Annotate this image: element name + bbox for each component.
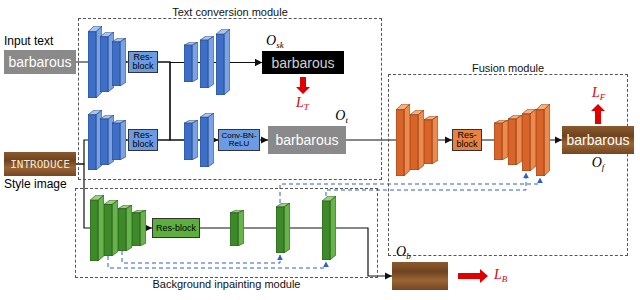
input-caption: Style image bbox=[4, 178, 67, 191]
conv-layer bbox=[424, 116, 438, 164]
symbol-letter: O bbox=[396, 244, 406, 259]
symbol-letter: O bbox=[335, 108, 345, 123]
text-conversion-layers bbox=[88, 26, 230, 170]
deconv-layer bbox=[508, 115, 522, 165]
loss-arrows bbox=[296, 77, 605, 283]
conv-layer bbox=[88, 26, 102, 98]
image-word: barbarous bbox=[8, 55, 71, 69]
input-caption: Input text bbox=[4, 35, 53, 48]
conv-layer bbox=[396, 104, 410, 176]
loss-arrow bbox=[591, 104, 605, 124]
image-word: barbarous bbox=[566, 133, 629, 147]
loss-label: LF bbox=[592, 86, 605, 102]
block-label: Res-block bbox=[156, 224, 196, 233]
output-label: Ob bbox=[396, 245, 411, 261]
symbol-subscript: F bbox=[600, 92, 606, 102]
deconv-layer bbox=[522, 109, 536, 171]
symbol-subscript: sk bbox=[276, 40, 284, 50]
module-title: Fusion module bbox=[472, 62, 544, 74]
deconv-layer bbox=[230, 210, 244, 246]
loss-arrow bbox=[296, 77, 310, 94]
deconv-layer bbox=[536, 104, 550, 176]
conv-block: Conv-BN-ReLU bbox=[218, 129, 260, 151]
res-block: Res-block bbox=[128, 129, 158, 151]
deconv-layer bbox=[276, 203, 290, 253]
block-label: Res-block bbox=[131, 131, 155, 149]
loss-label: LT bbox=[296, 96, 309, 112]
skip-line bbox=[280, 178, 540, 203]
input-text-image: Input textbarbarous bbox=[4, 50, 76, 74]
block-label: Res-block bbox=[455, 131, 479, 149]
res-block: Res-block bbox=[152, 218, 200, 238]
deconv-layer bbox=[494, 120, 508, 160]
block-label: Res-block bbox=[131, 53, 155, 71]
loss-label: LB bbox=[494, 268, 507, 284]
background-layers bbox=[90, 195, 336, 261]
style-image: INTRODUCEStyle image bbox=[4, 152, 76, 176]
symbol-subscript: b bbox=[406, 251, 411, 261]
data-flow-arrow bbox=[260, 139, 268, 140]
module-region: Res-blockBackground inpainting module bbox=[75, 188, 378, 278]
symbol-letter: O bbox=[592, 155, 602, 170]
symbol-subscript: t bbox=[345, 115, 348, 125]
res-block: Res-block bbox=[452, 129, 482, 151]
res-block: Res-block bbox=[128, 51, 158, 73]
skip-line bbox=[108, 256, 326, 268]
conv-layer bbox=[100, 115, 114, 165]
symbol-subscript: f bbox=[602, 162, 605, 172]
conv-layer bbox=[132, 210, 146, 246]
conv-layer bbox=[88, 110, 102, 170]
skeleton-output: Oskbarbarous bbox=[262, 51, 344, 74]
deconv-layer bbox=[184, 42, 198, 82]
deconv-layer bbox=[184, 120, 198, 160]
output-label: Osk bbox=[266, 34, 284, 50]
conv-layer bbox=[112, 38, 126, 86]
fused-output: Ofbarbarous bbox=[562, 126, 634, 154]
deconv-layer bbox=[200, 36, 214, 88]
background-output: Ob bbox=[392, 262, 448, 290]
fusion-layers bbox=[396, 104, 550, 176]
deconv-layer bbox=[322, 196, 336, 260]
symbol-letter: O bbox=[266, 33, 276, 48]
symbol-letter: L bbox=[494, 267, 502, 282]
symbol-subscript: T bbox=[304, 102, 309, 112]
image-word: barbarous bbox=[271, 56, 334, 70]
module-title: Background inpainting module bbox=[153, 278, 301, 290]
image-word: INTRODUCE bbox=[10, 159, 70, 170]
output-label: Of bbox=[592, 156, 605, 172]
skip-line bbox=[122, 251, 280, 263]
conv-layer bbox=[410, 110, 424, 170]
conv-layer bbox=[100, 32, 114, 92]
conv-layer bbox=[90, 195, 104, 261]
image-word: barbarous bbox=[275, 133, 338, 147]
module-title: Text conversion module bbox=[172, 6, 288, 18]
deconv-layer bbox=[200, 113, 214, 167]
block-label: Conv-BN-ReLU bbox=[221, 132, 257, 149]
module-region: Res-blockRes-blockOskbarbarousConv-BN-Re… bbox=[78, 18, 382, 180]
data-flow-arrow bbox=[200, 228, 392, 276]
conv-layer bbox=[104, 200, 118, 256]
symbol-subscript: B bbox=[502, 274, 508, 284]
conv-layer bbox=[118, 205, 132, 251]
loss-arrow bbox=[458, 269, 488, 283]
text-output: Otbarbarous bbox=[268, 126, 346, 154]
conv-layer bbox=[112, 120, 126, 160]
symbol-letter: L bbox=[592, 85, 600, 100]
symbol-letter: L bbox=[296, 95, 304, 110]
deconv-layer bbox=[216, 29, 230, 95]
output-label: Ot bbox=[335, 109, 348, 125]
